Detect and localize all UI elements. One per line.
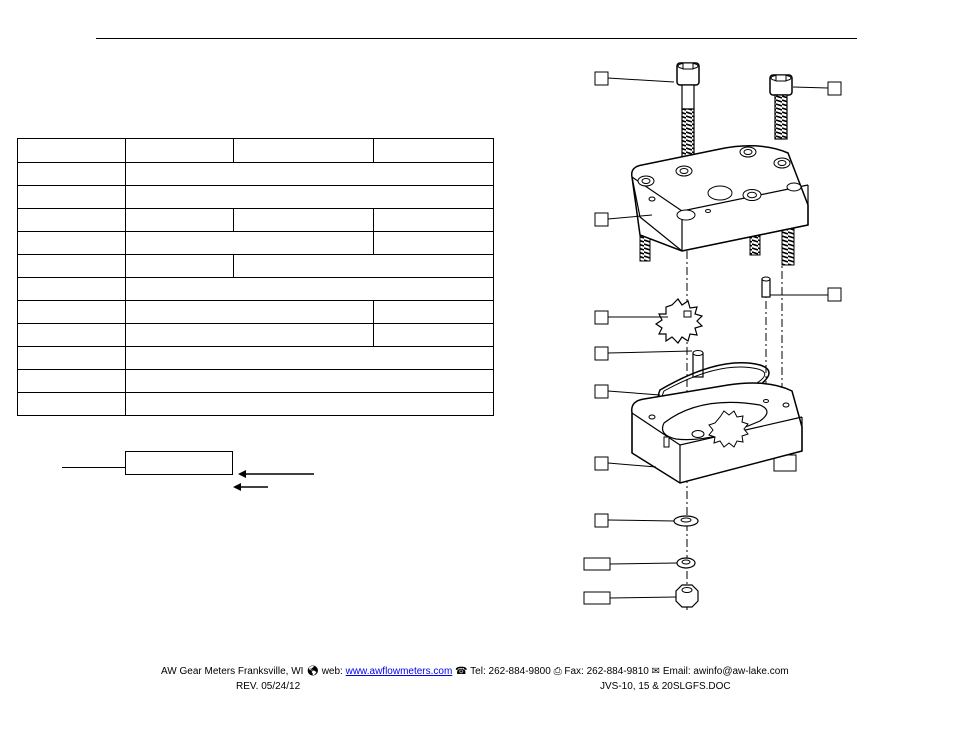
table-cell	[17, 369, 126, 393]
company-name: AW Gear Meters Franksville, WI	[161, 666, 304, 677]
shaft-pin	[692, 350, 704, 378]
table-row	[17, 185, 494, 209]
legend-box	[125, 451, 233, 475]
table-cell	[233, 208, 374, 232]
callout-box	[594, 456, 609, 471]
table-row	[17, 369, 494, 393]
table-cell	[373, 323, 494, 347]
callout-box	[583, 591, 611, 605]
table-row	[17, 231, 494, 255]
callout-box	[594, 71, 609, 86]
hex-nut	[675, 584, 699, 608]
table-cell	[17, 208, 126, 232]
globe-icon: 🌎︎	[306, 666, 319, 677]
footer-contact-line: AW Gear Meters Franksville, WI 🌎︎ web: w…	[161, 666, 789, 677]
table-cell	[125, 392, 494, 416]
tel-label: Tel:	[470, 666, 486, 677]
fax-number: 262-884-9810	[586, 666, 649, 677]
callout-box	[594, 384, 609, 399]
website-link[interactable]: www.awflowmeters.com	[345, 666, 453, 677]
tel-number: 262-884-9800	[488, 666, 551, 677]
dowel-pin	[761, 276, 771, 298]
phone-icon: ☎	[455, 666, 468, 677]
callout-box	[594, 346, 609, 361]
table-row	[17, 162, 494, 186]
table-cell	[373, 138, 494, 163]
exploded-assembly-drawing	[583, 62, 842, 610]
table-cell	[17, 254, 126, 278]
table-cell	[125, 346, 494, 370]
table-cell	[125, 300, 374, 324]
table-cell	[17, 346, 126, 370]
fax-label: Fax:	[564, 666, 584, 677]
table-cell	[17, 323, 126, 347]
table-cell	[373, 300, 494, 324]
email-address: awinfo@aw-lake.com	[693, 666, 789, 677]
table-cell	[17, 138, 126, 163]
table-cell	[373, 208, 494, 232]
table-cell	[125, 277, 494, 301]
callout-box	[827, 81, 842, 96]
web-label: web:	[321, 666, 343, 677]
cover-plate	[630, 145, 809, 266]
table-cell	[17, 300, 126, 324]
lock-washer	[676, 557, 696, 569]
table-row	[17, 254, 494, 278]
table-cell	[125, 231, 374, 255]
callout-box	[827, 287, 842, 302]
table-cell	[17, 162, 126, 186]
legend-arrows	[233, 470, 314, 491]
arrow-left-icon	[233, 483, 268, 491]
table-row	[17, 346, 494, 370]
table-row	[17, 323, 494, 347]
callout-box	[594, 310, 609, 325]
washer	[673, 515, 699, 527]
table-row	[17, 138, 494, 163]
table-cell	[125, 369, 494, 393]
table-cell	[125, 254, 234, 278]
table-row	[17, 392, 494, 416]
email-icon: ✉	[651, 666, 661, 677]
revision-date: REV. 05/24/12	[236, 681, 301, 692]
document-name: JVS-10, 15 & 20SLGFS.DOC	[600, 681, 731, 692]
table-cell	[125, 162, 494, 186]
meter-body	[631, 382, 803, 484]
email-label: Email:	[662, 666, 691, 677]
table-cell	[233, 254, 494, 278]
callout-box	[594, 513, 609, 528]
parts-table	[17, 138, 494, 416]
table-cell	[17, 392, 126, 416]
leader-lines	[607, 77, 829, 599]
legend-leader-line	[62, 467, 125, 468]
callout-box	[594, 212, 609, 227]
table-cell	[125, 323, 374, 347]
table-cell	[125, 138, 234, 163]
table-row	[17, 208, 494, 232]
table-cell	[17, 185, 126, 209]
table-cell	[17, 277, 126, 301]
fax-icon: ⎙	[553, 666, 562, 677]
table-row	[17, 300, 494, 324]
arrow-left-icon	[238, 470, 314, 478]
table-cell	[233, 138, 374, 163]
table-cell	[125, 185, 494, 209]
drive-gear	[654, 298, 704, 344]
table-cell	[125, 208, 234, 232]
table-cell	[373, 231, 494, 255]
cap-screw-right	[769, 74, 793, 140]
callout-box	[583, 557, 611, 571]
header-rule	[96, 38, 857, 39]
table-row	[17, 277, 494, 301]
table-cell	[17, 231, 126, 255]
